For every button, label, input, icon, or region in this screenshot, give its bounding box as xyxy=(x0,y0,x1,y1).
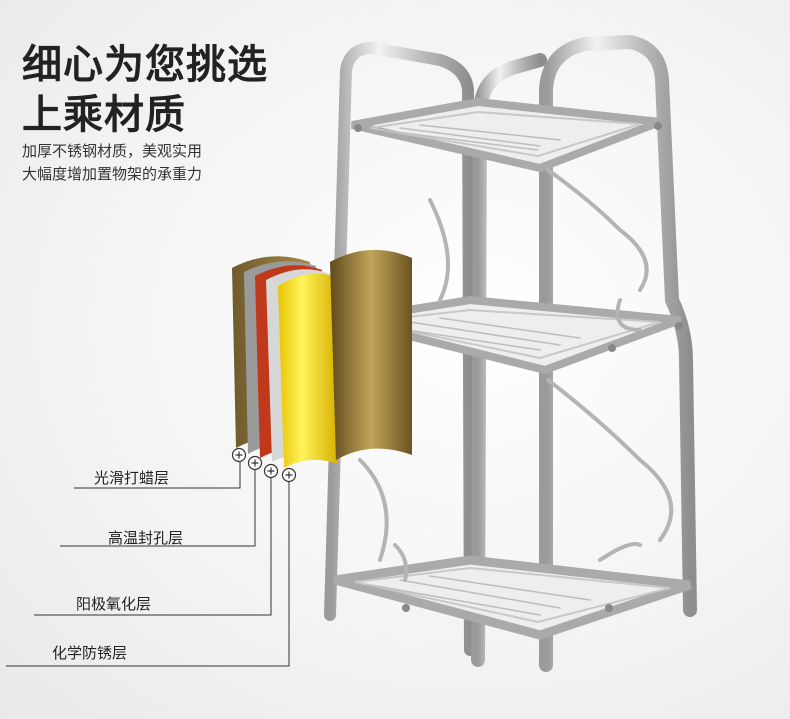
plus-circle-icon xyxy=(281,467,297,483)
subtitle: 加厚不锈钢材质，美观实用 大幅度增加置物架的承重力 xyxy=(22,140,202,186)
headline-line-2: 上乘材质 xyxy=(22,93,186,137)
layer-label-sealing: 高温封孔层 xyxy=(108,530,184,547)
headline: 细心为您挑选 上乘材质 xyxy=(22,40,268,140)
headline-line-1: 细心为您挑选 xyxy=(22,43,268,87)
subtitle-line-1: 加厚不锈钢材质，美观实用 xyxy=(22,143,203,160)
layer-label-anodized: 阳极氧化层 xyxy=(76,596,152,613)
corner-shelf-rack xyxy=(324,34,697,672)
subtitle-line-2: 大幅度增加置物架的承重力 xyxy=(22,166,203,183)
layer-label-wax: 光滑打蜡层 xyxy=(94,470,170,487)
material-layers-swatch xyxy=(232,249,412,468)
layer-label-antirust: 化学防锈层 xyxy=(52,645,128,662)
shelf-top xyxy=(351,97,662,173)
plus-circle-icon xyxy=(263,463,279,479)
plus-circle-icon xyxy=(247,455,263,471)
layer-callouts xyxy=(6,456,290,667)
plus-circle-icon xyxy=(231,447,247,463)
shelf-bottom xyxy=(333,555,692,640)
